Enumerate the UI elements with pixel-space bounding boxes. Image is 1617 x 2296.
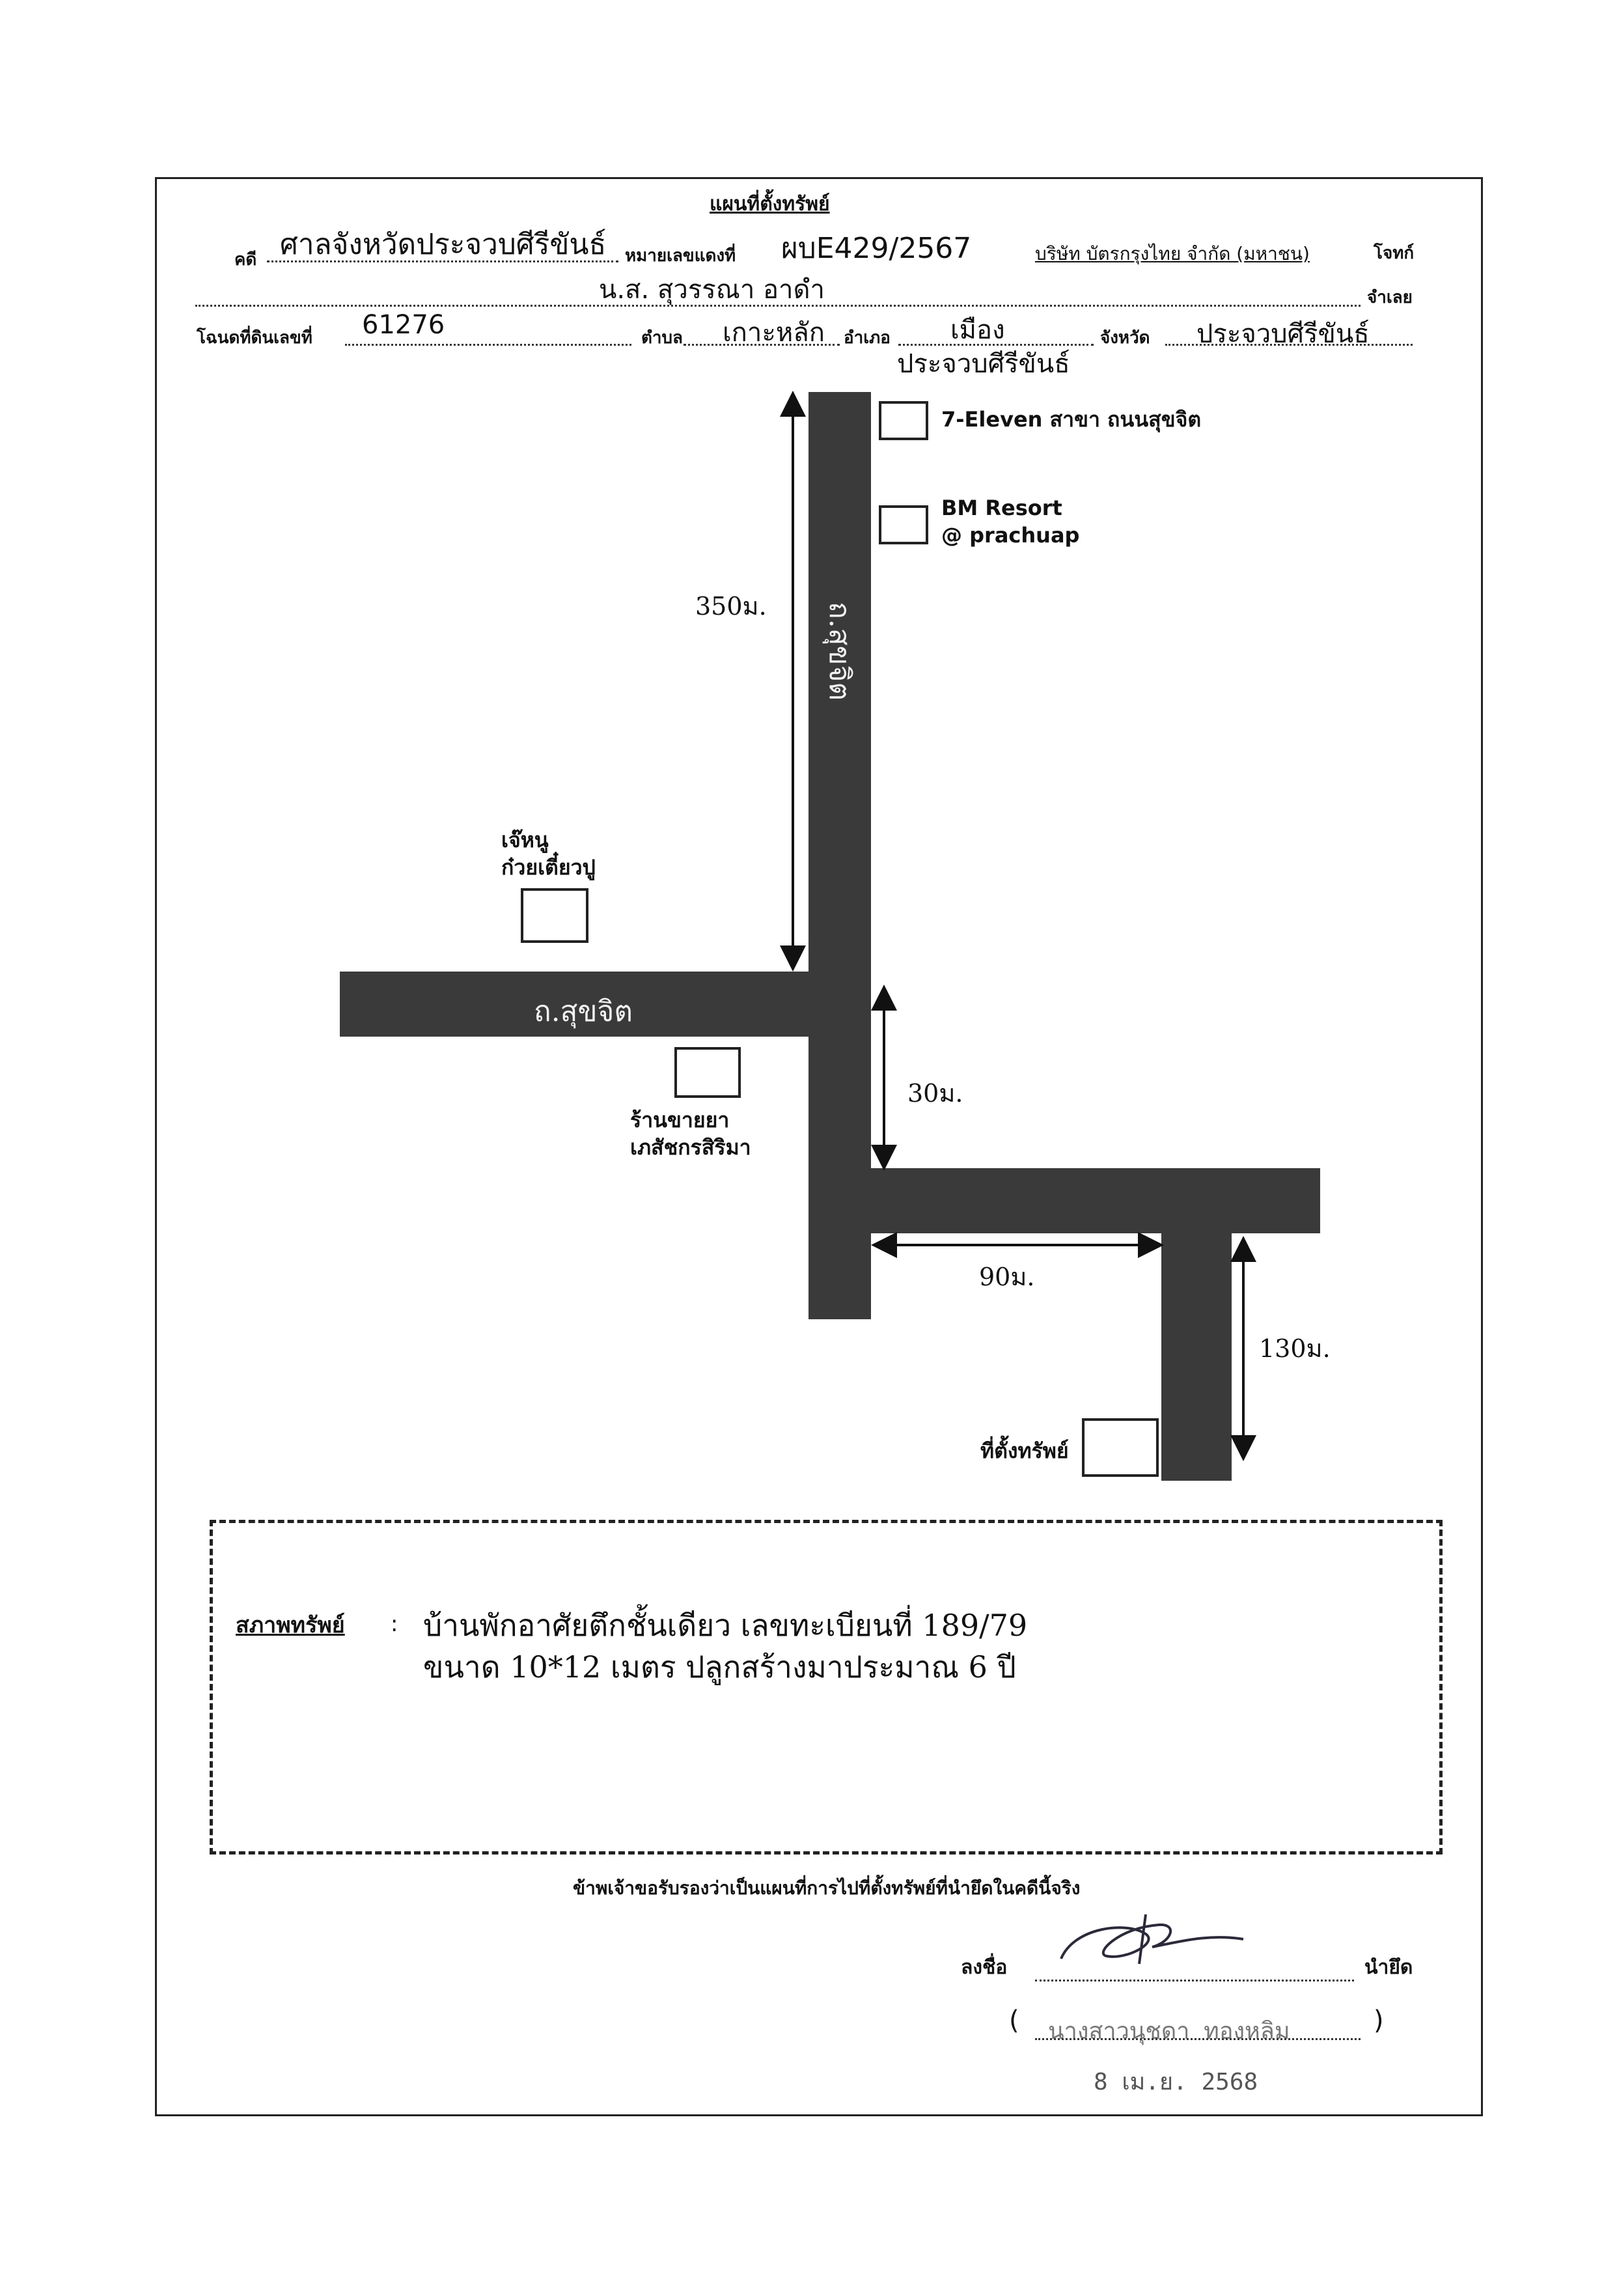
- name-dotline: [1035, 2038, 1361, 2040]
- court-name: ศาลจังหวัดประจวบศีรีขันธ์: [280, 228, 607, 261]
- property-box: [1082, 1418, 1159, 1477]
- court-dotline: [267, 260, 618, 262]
- road-horizontal-label: ถ.สุขจิต: [534, 995, 633, 1028]
- soi-south-road: [1161, 1233, 1232, 1481]
- condition-box: [210, 1520, 1443, 1855]
- deed-label: โฉนดที่ดินเลขที่: [197, 328, 312, 348]
- deed-dotline: [345, 344, 631, 346]
- close-paren: ): [1374, 2006, 1384, 2036]
- landmark-pharmacy-box: [674, 1047, 741, 1098]
- property-label: ที่ตั้งทรัพย์: [980, 1438, 1069, 1463]
- name-stamp: นางสาวนุชดา ทองหลิม: [1048, 2018, 1290, 2045]
- landmark-pharmacy-label-1: ร้านขายยา: [630, 1108, 730, 1132]
- dist-130m: 130ม.: [1259, 1334, 1331, 1363]
- date-stamp: 8 เม.ย. 2568: [1094, 2069, 1258, 2095]
- certification-text: ข้าพเจ้าขอรับรองว่าเป็นแผนที่การไปที่ตั้…: [573, 1877, 1081, 1899]
- dist-350m: 350ม.: [695, 592, 767, 621]
- dist-30m: 30ม.: [907, 1079, 963, 1108]
- case-label: คดี: [234, 250, 257, 270]
- amphoe-label: อำเภอ: [844, 328, 891, 348]
- sign-label: ลงชื่อ: [961, 1956, 1008, 1979]
- amphoe-dotline: [898, 344, 1094, 346]
- soi-east-road: [871, 1168, 1320, 1233]
- landmark-noodle-label-2: ก๋วยเตี๋ยวปู: [501, 855, 596, 880]
- role-label: นำยึด: [1364, 1956, 1413, 1979]
- defendant-name: น.ส. สุวรรณา อาดำ: [599, 275, 825, 305]
- defendant-suffix: จำเลย: [1367, 288, 1413, 307]
- deed-number: 61276: [362, 310, 445, 340]
- signature: [1060, 1914, 1244, 1965]
- amphoe-value: เมือง: [950, 315, 1005, 345]
- defendant-dotline: [195, 305, 1361, 307]
- road-vertical: [808, 392, 871, 1319]
- dist-90m: 90ม.: [979, 1263, 1035, 1291]
- red-no-label: หมายเลขแดงที่: [625, 246, 736, 266]
- red-no-value: ผบE429/2567: [781, 232, 972, 265]
- condition-label: สภาพทรัพย์: [236, 1612, 345, 1638]
- tambon-dotline: [684, 344, 840, 346]
- condition-colon: :: [391, 1611, 398, 1637]
- open-paren: (: [1009, 2006, 1019, 2036]
- condition-line-1: บ้านพักอาศัยตึกชั้นเดียว เลขทะเบียนที่ 1…: [423, 1608, 1028, 1643]
- landmark-noodle-label-1: เจ๊หนู: [501, 828, 549, 852]
- tambon-label: ตำบล: [641, 328, 683, 348]
- tambon-value: เกาะหลัก: [723, 318, 825, 348]
- plaintiff-name: บริษัท บัตรกรุงไทย จำกัด (มหาชน): [1035, 243, 1310, 264]
- sign-dotline: [1035, 1980, 1354, 1981]
- plaintiff-suffix: โจทก์: [1374, 244, 1415, 263]
- landmark-bm-label-2: @ prachuap: [941, 523, 1080, 548]
- document-frame: [155, 177, 1483, 2116]
- landmark-pharmacy-label-2: เภสัชกรสิริมา: [630, 1135, 751, 1160]
- road-horizontal: [340, 972, 835, 1037]
- landmark-bm-label-1: BM Resort: [941, 496, 1062, 520]
- landmark-noodle-box: [521, 888, 588, 943]
- amphoe-line2: ประจวบศีรีขันธ์: [897, 349, 1070, 379]
- province-dotline: [1165, 344, 1413, 346]
- landmark-bm-box: [879, 505, 928, 544]
- condition-line-2: ขนาด 10*12 เมตร ปลูกสร้างมาประมาณ 6 ปี: [423, 1649, 1016, 1685]
- province-label: จังหวัด: [1100, 328, 1150, 348]
- landmark-711-box: [879, 401, 928, 440]
- landmark-711-label: 7-Eleven สาขา ถนนสุขจิต: [941, 407, 1202, 432]
- document-title: แผนที่ตั้งทรัพย์: [710, 193, 830, 216]
